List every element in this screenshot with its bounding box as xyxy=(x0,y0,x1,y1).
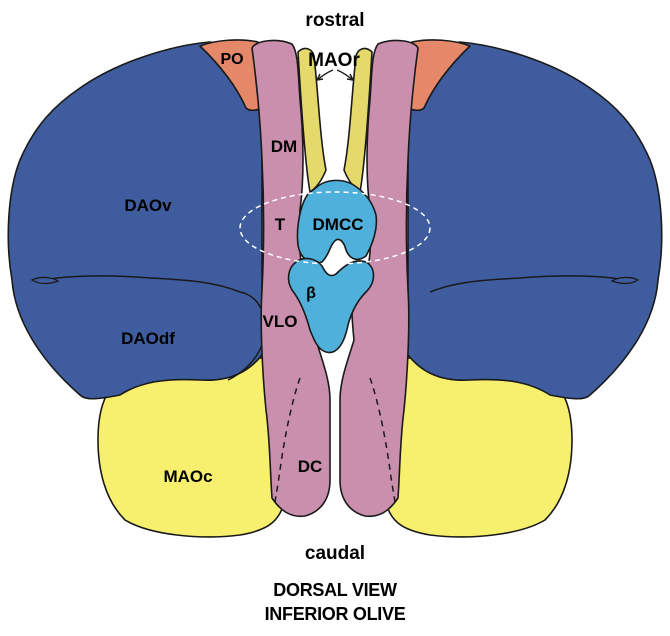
caption-line-1: DORSAL VIEW xyxy=(273,580,397,600)
label-dmcc: DMCC xyxy=(313,215,364,234)
label-daodf: DAOdf xyxy=(121,329,175,348)
direction-rostral: rostral xyxy=(305,10,364,31)
label-dm: DM xyxy=(271,137,297,156)
label-vlo: VLO xyxy=(263,312,298,331)
label-po: PO xyxy=(220,51,243,68)
label-daov: DAOv xyxy=(124,196,172,215)
right-hemi-olive xyxy=(340,40,662,537)
caption-line-2: INFERIOR OLIVE xyxy=(265,604,406,624)
label-maoc: MAOc xyxy=(163,467,212,486)
label-dc: DC xyxy=(298,457,323,476)
label-t: T xyxy=(275,215,286,234)
direction-caudal: caudal xyxy=(305,543,365,564)
label-maor: MAOr xyxy=(308,50,360,71)
dao-right xyxy=(405,42,661,399)
left-hemi-olive xyxy=(8,40,330,537)
label-beta: β xyxy=(306,285,316,302)
